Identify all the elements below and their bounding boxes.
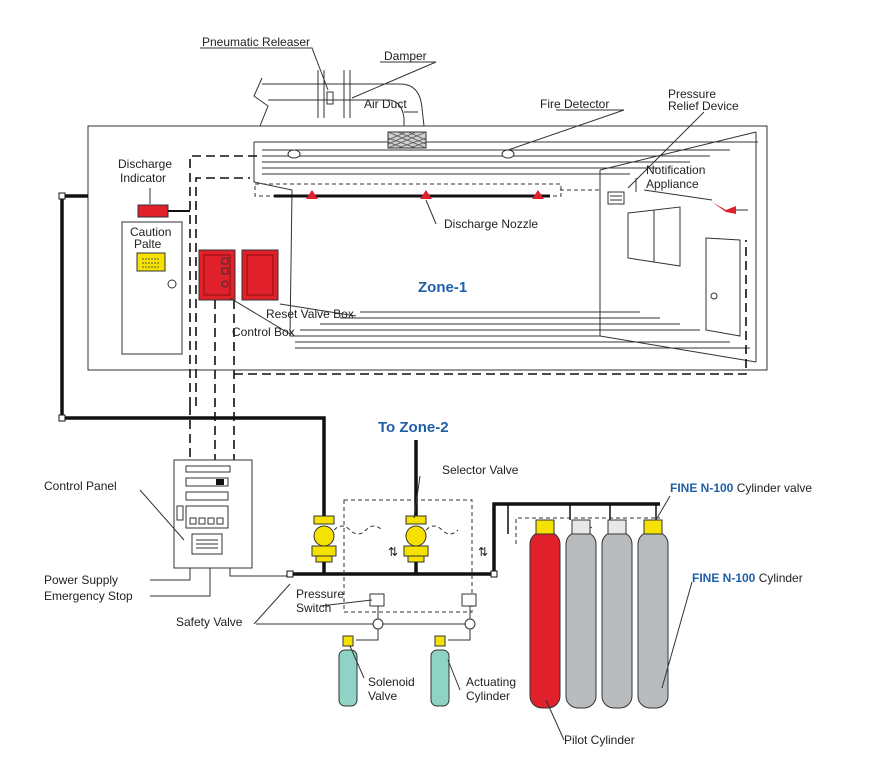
solenoid-valve-label-line1: Solenoid [368, 675, 415, 689]
caution-plate-label-line1: Caution [130, 225, 171, 239]
power-supply-label: Power Supply [44, 573, 118, 587]
reset-valve-box-label: Reset Valve Box [266, 307, 354, 321]
cylinder-label: FINE N-100 Cylinder [692, 571, 803, 585]
discharge-indicator-icon [137, 204, 169, 218]
svg-text:⇅: ⇅ [478, 545, 488, 559]
leader-lines [139, 47, 713, 741]
caution-plate [136, 252, 166, 272]
main-pipe [60, 196, 326, 524]
fire-detector-icon [287, 149, 515, 159]
emergency-stop-label: Emergency Stop [44, 589, 133, 603]
pilot-cylinder-label: Pilot Cylinder [564, 733, 635, 747]
discharge-nozzle-label: Discharge Nozzle [444, 217, 538, 231]
actuating-cylinder-label-line1: Actuating [466, 675, 516, 689]
damper-label: Damper [384, 49, 427, 63]
discharge-nozzle-icon [420, 190, 432, 199]
discharge-nozzle-icon [306, 190, 318, 199]
notification-appliance-label-line2: Appliance [646, 177, 699, 191]
signal-wiring [189, 155, 747, 460]
discharge-indicator-label-line2: Indicator [120, 171, 166, 185]
control-panel [173, 459, 253, 569]
pneumatic-releaser-label: Pneumatic Releaser [202, 35, 310, 49]
control-box [198, 249, 236, 301]
fire-detector-label: Fire Detector [540, 97, 609, 111]
selector-valve-label: Selector Valve [442, 463, 519, 477]
actuating-cylinder-label-line2: Cylinder [466, 689, 510, 703]
discharge-indicator-label-line1: Discharge [118, 157, 172, 171]
solenoid-valve-label-line2: Valve [368, 689, 397, 703]
zone-2-label: To Zone-2 [378, 419, 449, 436]
pressure-relief-label-line1: Pressure [668, 87, 716, 101]
pressure-relief-device-icon [607, 191, 625, 205]
svg-text:⇅: ⇅ [388, 545, 398, 559]
actuating-cylinder-icon [338, 649, 450, 707]
pressure-switch-icon [356, 593, 477, 641]
solenoid-valve-icon [342, 635, 446, 647]
caution-plate-label-line2: Palte [134, 237, 162, 251]
control-box-label: Control Box [232, 325, 295, 339]
notification-appliance-icon [712, 202, 748, 214]
zone-1-label: Zone-1 [418, 279, 467, 296]
control-panel-label: Control Panel [44, 479, 117, 493]
pilot-cylinder-icon [529, 519, 561, 709]
cylinder-icon [565, 519, 669, 709]
air-duct [253, 70, 427, 149]
safety-valve-label: Safety Valve [176, 615, 243, 629]
cylinder-valve-label: FINE N-100 Cylinder valve [670, 481, 812, 495]
pressure-relief-label-line2: Relief Device [668, 99, 739, 113]
air-duct-label: Air Duct [364, 97, 407, 111]
discharge-pipe [254, 183, 562, 199]
reset-valve-box [241, 249, 279, 301]
room-zone-1 [87, 125, 768, 371]
notification-appliance-label-line1: Notification [646, 163, 705, 177]
pressure-switch-label-line2: Switch [296, 601, 331, 615]
selector-valve: ⇅ ⇅ [311, 515, 488, 574]
pressure-switch-label-line1: Pressure [296, 587, 344, 601]
discharge-nozzle-icon [532, 190, 544, 199]
